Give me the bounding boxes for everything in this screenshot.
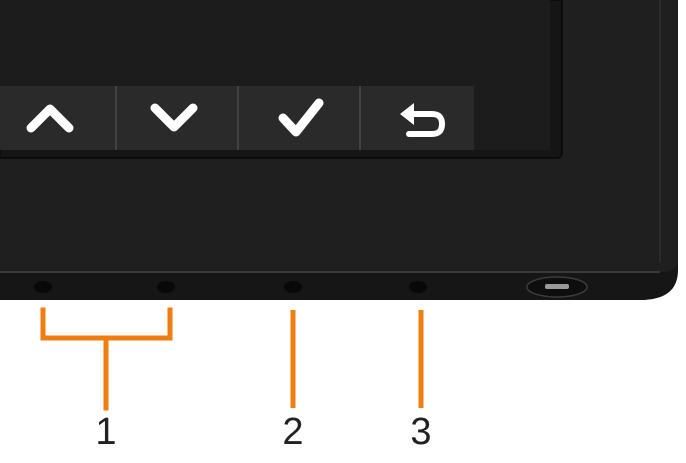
- osd-bar: [0, 86, 474, 150]
- callout-number-1: 1: [95, 411, 117, 453]
- chevron-down-icon: [150, 103, 198, 132]
- physical-button-1[interactable]: [34, 281, 52, 293]
- back-arrow-icon: [400, 103, 445, 137]
- osd-down-button[interactable]: [150, 103, 198, 132]
- osd-back-button[interactable]: [400, 103, 445, 137]
- chevron-up-icon: [26, 104, 74, 133]
- physical-button-3[interactable]: [284, 281, 302, 293]
- power-button[interactable]: [526, 276, 588, 298]
- physical-button-2[interactable]: [157, 281, 175, 293]
- physical-button-4[interactable]: [409, 281, 427, 293]
- osd-select-button[interactable]: [278, 98, 324, 137]
- checkmark-icon: [278, 98, 324, 137]
- callout-number-3: 3: [410, 411, 432, 453]
- callout-1-bracket: [40, 307, 173, 411]
- osd-up-button[interactable]: [26, 104, 74, 133]
- callout-number-2: 2: [282, 411, 304, 453]
